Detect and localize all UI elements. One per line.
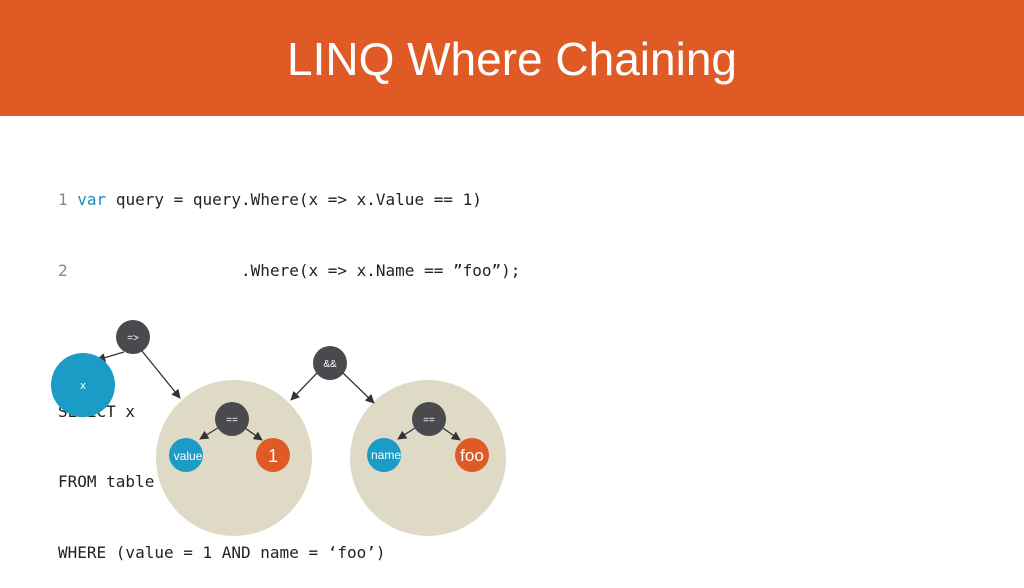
slide-title: LINQ Where Chaining: [287, 33, 737, 85]
edge-eq-to-foo: [439, 425, 461, 441]
and-node: &&: [313, 346, 347, 380]
right-equals-node: ==: [412, 402, 446, 436]
value-node: value: [169, 438, 203, 472]
edge-and-to-right: [341, 371, 375, 404]
parameter-label: x: [80, 380, 86, 392]
line-number: 1: [58, 190, 68, 209]
name-label: name: [371, 448, 401, 462]
code-text: query = query.Where(x => x.Value == 1): [106, 190, 482, 209]
lambda-label: =>: [127, 333, 139, 344]
left-scope-circle: [156, 380, 312, 536]
sql-line-3: WHERE (value = 1 AND name = ‘foo’): [58, 542, 386, 562]
edge-and-to-left: [290, 371, 319, 401]
sql-line-2: FROM table: [58, 472, 155, 491]
constant-one-node: 1: [256, 438, 290, 472]
right-scope-circle: [350, 380, 506, 536]
left-equals-label: ==: [226, 415, 238, 426]
edge-lambda-to-body: [141, 350, 181, 399]
code-block: 1 var query = query.Where(x => x.Value =…: [58, 141, 520, 588]
edge-eq-to-name: [397, 425, 419, 440]
title-bar: LINQ Where Chaining: [0, 0, 1024, 116]
left-equals-node: ==: [215, 402, 249, 436]
name-node: name: [367, 438, 401, 472]
edge-lambda-to-param: [96, 351, 125, 363]
parameter-node: x: [51, 353, 115, 417]
code-keyword: var: [77, 190, 107, 209]
right-equals-label: ==: [423, 415, 435, 426]
expression-tree-diagram: => x && == == value 1 name foo: [51, 320, 506, 536]
line-number: 2: [58, 260, 68, 280]
constant-foo-label: foo: [460, 446, 484, 465]
lambda-node: =>: [116, 320, 150, 354]
code-text: .Where(x => x.Name == ”foo”);: [77, 260, 521, 280]
constant-one-label: 1: [268, 446, 278, 466]
value-label: value: [174, 449, 203, 463]
constant-foo-node: foo: [455, 438, 489, 472]
and-label: &&: [323, 359, 337, 370]
edge-eq-to-value: [199, 425, 222, 440]
code-line-1: 1 var query = query.Where(x => x.Value =…: [58, 188, 520, 212]
code-line-2: 2 .Where(x => x.Name == ”foo”);: [58, 259, 520, 283]
